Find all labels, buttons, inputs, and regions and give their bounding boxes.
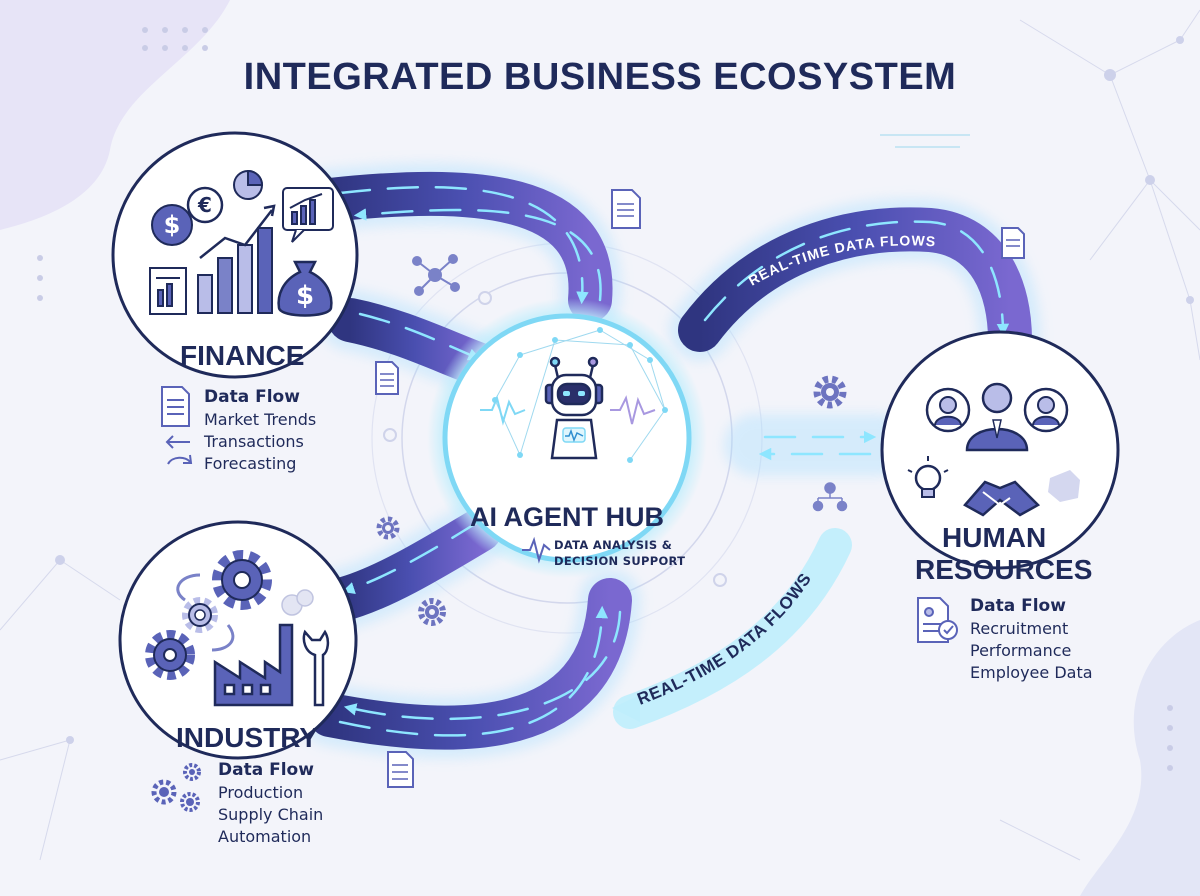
factory-icon: [213, 623, 294, 707]
svg-text:$: $: [296, 281, 314, 311]
lightbulb-icon: [907, 456, 949, 498]
finance-node[interactable]: $ €: [111, 131, 359, 379]
industry-flow-item: Automation: [218, 827, 312, 846]
document-icon: [387, 751, 414, 788]
gear-icon: [212, 550, 272, 610]
gear-icon: [145, 630, 195, 680]
person-icon: [925, 387, 971, 433]
hr-flow-head: Data Flow: [970, 596, 1066, 616]
industry-title: INDUSTRY: [176, 722, 319, 753]
bar-chart-icon: [197, 204, 276, 314]
page-title: INTEGRATED BUSINESS ECOSYSTEM: [243, 56, 957, 98]
document-icon: [161, 386, 190, 427]
finance-flow-item: Transactions: [204, 432, 304, 451]
dollar-coin-icon: $: [151, 204, 193, 246]
industry-flow-head: Data Flow: [218, 760, 314, 780]
industry-node[interactable]: [118, 520, 358, 760]
svg-text:$: $: [164, 211, 181, 239]
money-bag-icon: $: [277, 260, 333, 317]
gear-icon: [813, 375, 847, 409]
gear-icon: [183, 763, 201, 781]
report-icon: [149, 267, 187, 315]
hr-title-line2: RESOURCES: [915, 554, 1093, 585]
waveform-icon: [480, 394, 656, 426]
gear-icon: [151, 779, 177, 805]
euro-coin-icon: €: [186, 186, 224, 224]
handshake-icon: [963, 480, 1041, 517]
cloud-icon: [281, 589, 314, 616]
hr-node[interactable]: [880, 330, 1120, 570]
finance-flow-item: Forecasting: [204, 454, 297, 473]
data-flow-ribbons: [299, 162, 1041, 759]
industry-info-icons: [151, 763, 201, 812]
hub-subtitle: DECISION SUPPORT: [554, 554, 686, 568]
neural-network-icon: [494, 329, 666, 461]
industry-flow-item: Supply Chain: [218, 805, 324, 824]
gear-icon: [376, 516, 400, 540]
floating-icons: [375, 189, 1025, 788]
document-icon: [1001, 227, 1025, 259]
finance-flow-head: Data Flow: [204, 387, 300, 407]
gear-icon: [418, 598, 446, 626]
hr-flow-item: Performance: [970, 641, 1072, 660]
finance-info-icons: [161, 386, 193, 465]
org-chart-icon: [812, 482, 848, 512]
hub-title: AI AGENT HUB: [470, 502, 664, 532]
puzzle-icon: [1048, 470, 1080, 502]
ai-hub[interactable]: [427, 298, 707, 578]
person-icon: [1023, 387, 1069, 433]
exchange-icon: [165, 435, 193, 465]
industry-flow-item: Production: [218, 783, 304, 802]
network-icon: [412, 254, 460, 296]
pie-chart-icon: [233, 169, 264, 200]
document-icon: [375, 361, 399, 395]
hr-title: HUMAN: [942, 522, 1047, 553]
robot-icon: [544, 356, 604, 460]
bottom-flow-ribbon: [612, 528, 852, 729]
finance-flow-item: Market Trends: [204, 410, 317, 429]
wrench-icon: [302, 629, 330, 707]
gear-icon: [182, 597, 218, 633]
chart-board-icon: [282, 187, 334, 243]
hr-flow-item: Employee Data: [970, 663, 1093, 682]
hr-flow-item: Recruitment: [970, 619, 1069, 638]
finance-title: FINANCE: [180, 340, 305, 371]
leader-icon: [965, 382, 1029, 452]
svg-text:€: €: [197, 193, 212, 217]
gear-icon: [180, 792, 200, 812]
pulse-icon: [522, 536, 551, 564]
id-card-icon: [917, 597, 958, 643]
document-icon: [611, 189, 641, 229]
hub-subtitle: DATA ANALYSIS &: [554, 538, 673, 552]
